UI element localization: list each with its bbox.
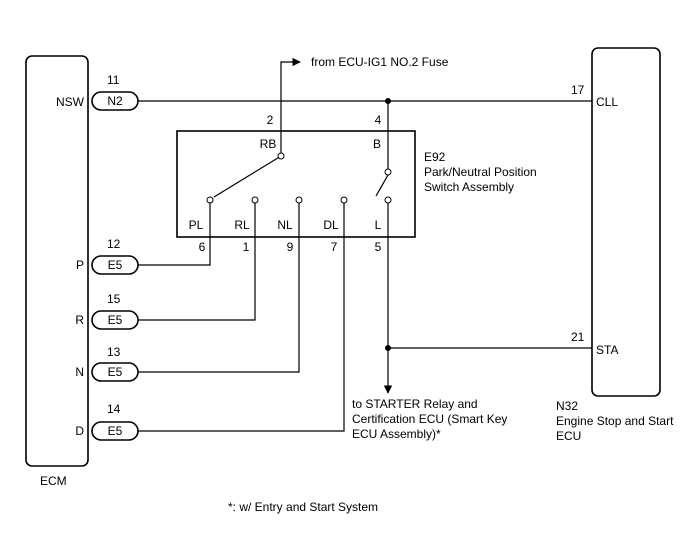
ecm-block <box>25 55 89 467</box>
ecm-signal-d: D <box>75 424 84 438</box>
ecm-label: ECM <box>40 474 67 488</box>
fuse-source-label: from ECU-IG1 NO.2 Fuse <box>311 55 449 69</box>
wire-d-dl <box>138 200 345 432</box>
wire-r-rl <box>138 200 256 321</box>
connector-e5-d-label: E5 <box>108 424 123 438</box>
ecm-pin-p: 12 <box>107 237 121 251</box>
engine-ecu-pin-sta: 21 <box>571 330 585 344</box>
ecm-signal-p: P <box>76 258 84 272</box>
wire-rb-fuse <box>280 57 301 156</box>
ecm-pin-n: 13 <box>107 345 121 359</box>
switch-pin-pl: 6 <box>199 240 206 254</box>
wire-n-nl <box>138 200 300 373</box>
switch-rl-node <box>251 196 259 204</box>
switch-pl-node <box>206 196 214 204</box>
switch-terminal-rl: RL <box>234 218 250 232</box>
switch-pin-nl: 9 <box>287 240 294 254</box>
engine-ecu-id: N32 <box>556 399 578 413</box>
switch-b-node <box>384 168 392 176</box>
ecm-signal-r: R <box>75 313 84 327</box>
connector-e5-n-label: E5 <box>108 365 123 379</box>
switch-id: E92 <box>424 150 446 164</box>
connector-n2-label: N2 <box>107 94 123 108</box>
switch-l-node <box>384 196 392 204</box>
junction-sta <box>385 345 391 351</box>
ecm-pin-d: 14 <box>107 402 121 416</box>
switch-pin-rl: 1 <box>243 240 250 254</box>
switch-terminal-l: L <box>375 218 382 232</box>
ecm-signal-nsw: NSW <box>56 95 85 109</box>
wire-p-pl <box>138 200 211 266</box>
switch-name-line1: Park/Neutral Position <box>424 165 537 179</box>
switch-nl-node <box>295 196 303 204</box>
engine-ecu-block <box>591 47 661 397</box>
connector-e5-r-label: E5 <box>108 313 123 327</box>
starter-label-line2: Certification ECU (Smart Key <box>352 412 507 426</box>
junction-cll <box>385 98 391 104</box>
engine-ecu-signal-sta: STA <box>596 343 618 357</box>
switch-rb-contact-arm <box>213 155 282 198</box>
switch-b-contact-arm <box>375 174 389 197</box>
ecm-pin-nsw: 11 <box>107 73 120 87</box>
switch-terminal-b: B <box>373 137 381 151</box>
switch-pin-l: 5 <box>375 240 382 254</box>
switch-rb-node <box>277 152 285 160</box>
footnote: *: w/ Entry and Start System <box>228 500 378 514</box>
switch-terminal-pl: PL <box>189 218 204 232</box>
switch-pin-rb: 2 <box>267 113 274 127</box>
switch-name-line2: Switch Assembly <box>424 180 514 194</box>
starter-label-line1: to STARTER Relay and <box>352 397 478 411</box>
engine-ecu-name-line1: Engine Stop and Start <box>556 414 674 428</box>
switch-block <box>176 130 416 238</box>
ecm-pin-r: 15 <box>107 292 121 306</box>
engine-ecu-pin-cll: 17 <box>571 83 585 97</box>
switch-dl-node <box>340 196 348 204</box>
connector-e5-p-label: E5 <box>108 258 123 272</box>
engine-ecu-signal-cll: CLL <box>596 95 618 109</box>
engine-ecu-name-line2: ECU <box>556 429 581 443</box>
switch-terminal-rb: RB <box>260 137 277 151</box>
ecm-signal-n: N <box>75 365 84 379</box>
starter-label-line3: ECU Assembly)* <box>352 427 441 441</box>
switch-terminal-dl: DL <box>323 218 339 232</box>
switch-pin-dl: 7 <box>331 240 338 254</box>
switch-terminal-nl: NL <box>277 218 293 232</box>
switch-pin-b: 4 <box>375 113 382 127</box>
